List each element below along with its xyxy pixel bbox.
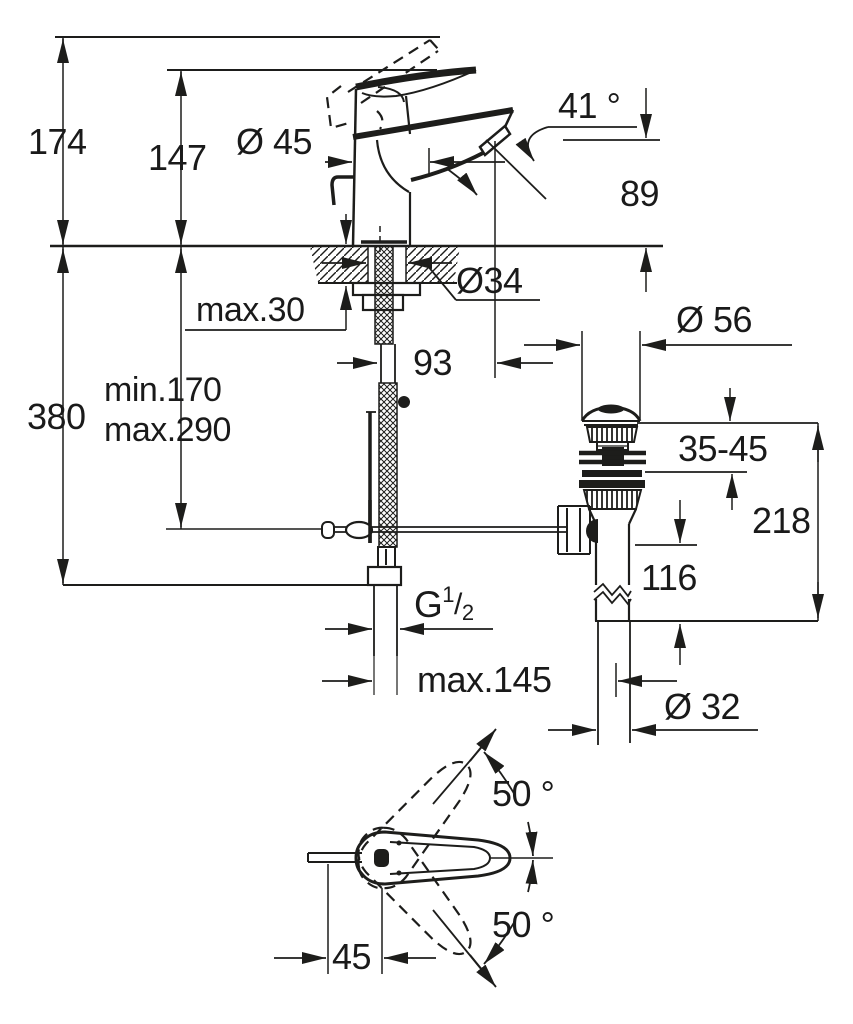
faucet-front-view <box>50 39 663 695</box>
mounting-deck <box>50 244 663 284</box>
dim-aerator-angle: 41 ° <box>558 85 621 126</box>
dim-mount-range: 35-45 <box>678 428 768 469</box>
dim-pipe-diameter: Ø 32 <box>664 686 741 727</box>
dim-spout-projection: 93 <box>413 342 453 383</box>
thread-letter: G <box>414 584 443 625</box>
dim-swing-up: 50 ° <box>492 773 555 814</box>
dim-swing-down: 50 ° <box>492 904 555 945</box>
dim-spout-height: 89 <box>620 173 660 214</box>
drain-assembly <box>579 404 818 745</box>
dim-drain-height: 218 <box>752 500 811 541</box>
dim-tailpipe: 116 <box>641 557 697 598</box>
thread-denominator: 2 <box>461 600 474 625</box>
dim-rod-distance: max.145 <box>417 659 552 700</box>
dim-thread-size: G1/2 <box>414 584 474 624</box>
lever-icon <box>355 66 477 103</box>
dim-handle-width: 45 <box>332 936 372 977</box>
dim-body-height: 147 <box>148 137 207 178</box>
dim-body-diameter: Ø 45 <box>236 121 313 162</box>
faucet-body <box>330 88 515 254</box>
handle-top-view <box>307 728 553 988</box>
pop-up-rod-linkage <box>321 500 598 555</box>
dim-deck-thickness: max.30 <box>196 291 305 329</box>
swing-angle-annotation <box>432 728 553 988</box>
supply-hose <box>366 344 410 695</box>
dim-total-height: 174 <box>28 121 87 162</box>
dim-hole-diameter: Ø34 <box>456 260 523 301</box>
thread-numerator: 1 <box>442 582 455 607</box>
dimension-annotations <box>55 36 824 974</box>
dim-supply-length: 380 <box>27 396 86 437</box>
mounting-shank <box>351 245 422 345</box>
dim-supply-min: min.170 <box>104 371 222 409</box>
dim-supply-max: max.290 <box>104 411 231 449</box>
pipe-break-icon <box>593 582 632 606</box>
dim-flange-diameter: Ø 56 <box>676 299 753 340</box>
thread-slash: / <box>454 588 462 621</box>
